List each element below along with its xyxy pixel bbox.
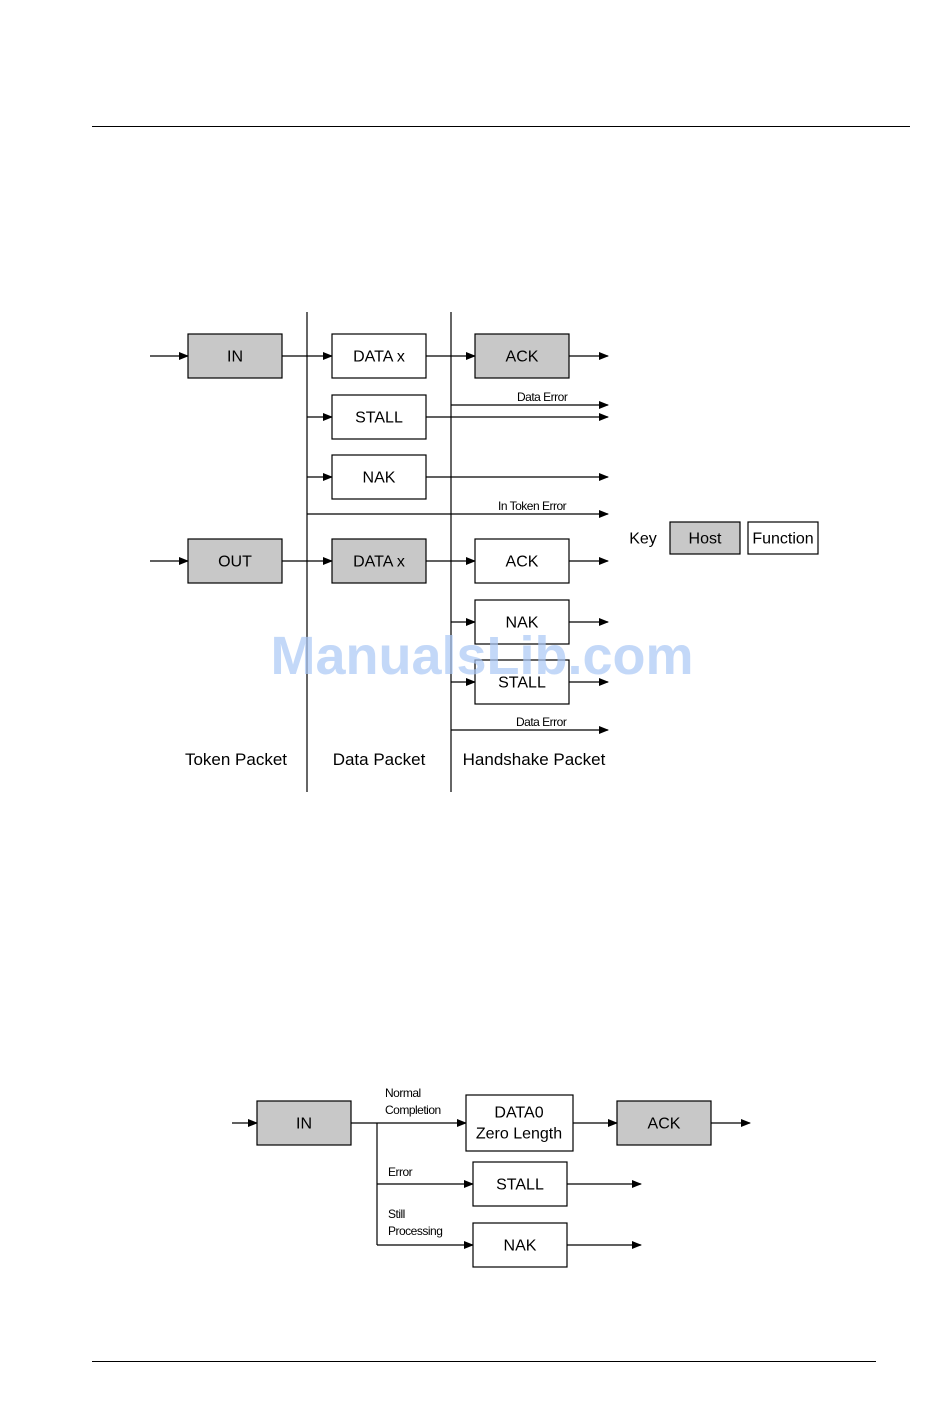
error-label: Error <box>388 1165 413 1179</box>
nak2-label: NAK <box>504 1238 537 1255</box>
key-label: Key <box>629 531 657 548</box>
watermark: ManualsLib.com <box>270 626 693 686</box>
in-ack-label: ACK <box>506 349 539 366</box>
handshake-packet-caption: Handshake Packet <box>463 750 606 769</box>
still-processing-line1: Still <box>388 1207 405 1221</box>
out-data-label: DATA x <box>353 554 405 571</box>
stall2-label: STALL <box>496 1177 544 1194</box>
out-ack-label: ACK <box>506 554 539 571</box>
data-packet-caption: Data Packet <box>333 750 426 769</box>
data0-label-line1: DATA0 <box>494 1105 543 1122</box>
data-error-top-label: Data Error <box>517 390 568 404</box>
normal-completion-line1: Normal <box>385 1086 421 1100</box>
out-token-label: OUT <box>218 554 252 571</box>
in-token-error-label: In Token Error <box>498 499 567 513</box>
in2-label: IN <box>296 1116 312 1133</box>
ack2-label: ACK <box>648 1116 681 1133</box>
still-processing-line2: Processing <box>388 1224 442 1238</box>
data0-label-line2: Zero Length <box>476 1126 562 1143</box>
normal-completion-line2: Completion <box>385 1103 441 1117</box>
in-token-label: IN <box>227 349 243 366</box>
data0-box <box>466 1095 573 1151</box>
key-host-label: Host <box>689 531 722 548</box>
bulk-transaction-diagram <box>150 312 818 792</box>
stall-data-label: STALL <box>355 410 403 427</box>
token-packet-caption: Token Packet <box>185 750 287 769</box>
nak-data-label: NAK <box>363 470 396 487</box>
key-function-label: Function <box>752 531 813 548</box>
data-error-bottom-label: Data Error <box>516 715 567 729</box>
in-data-label: DATA x <box>353 349 405 366</box>
